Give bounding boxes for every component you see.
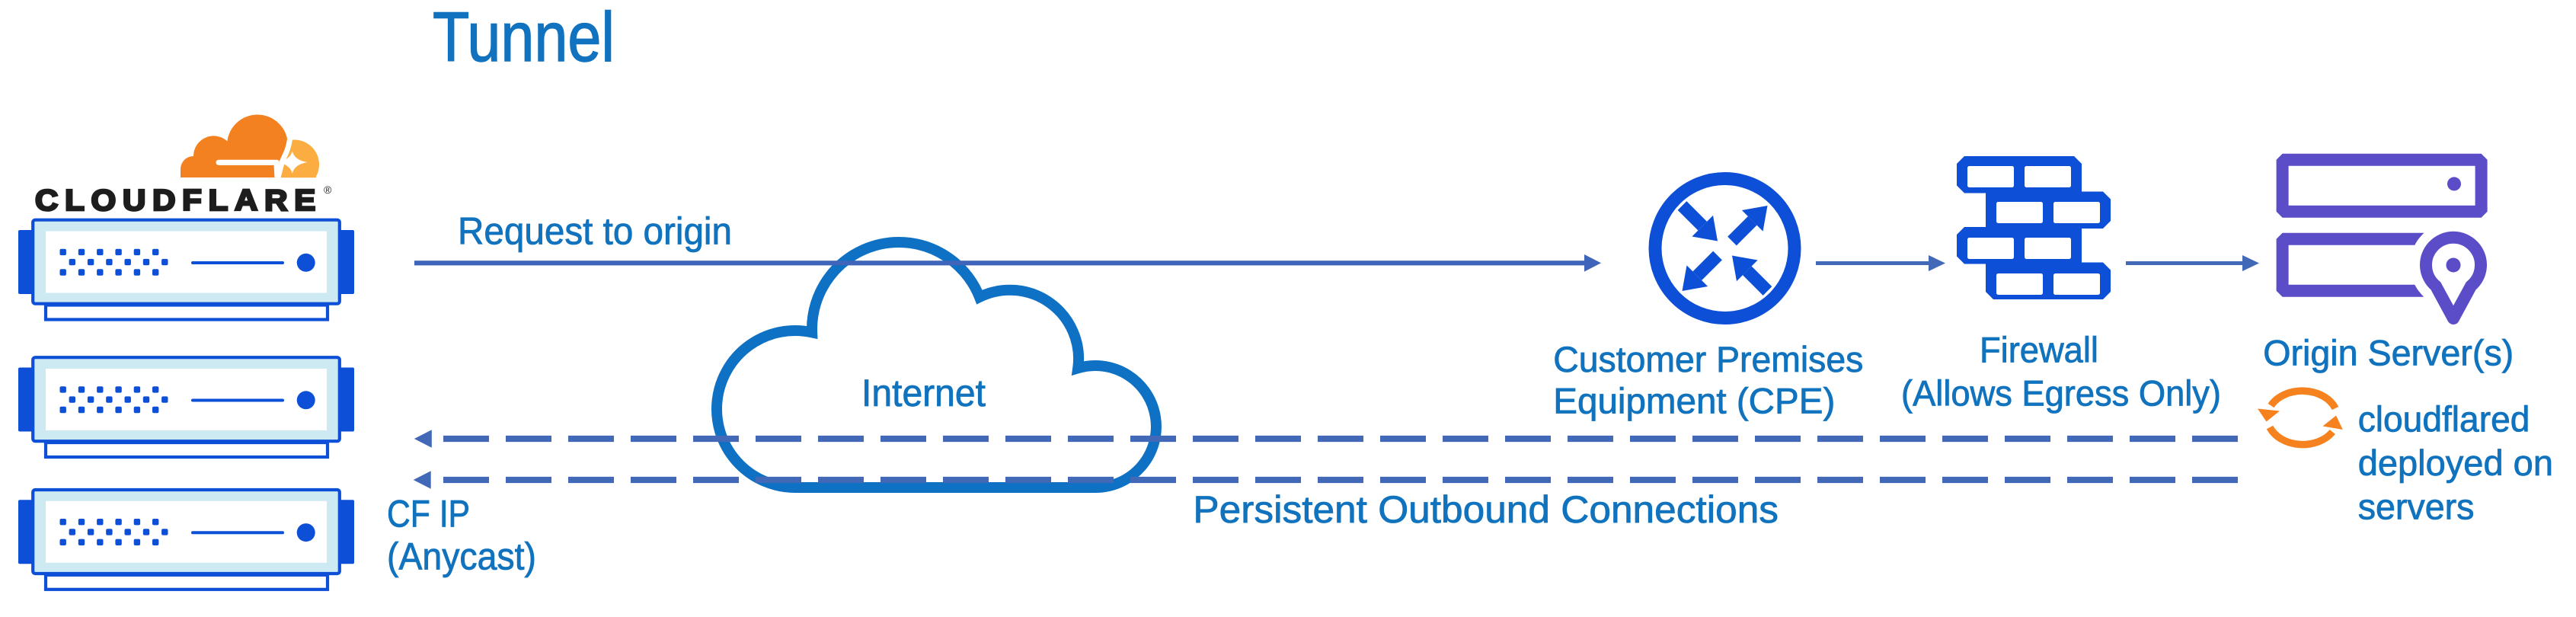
svg-text:®: ® <box>324 184 332 196</box>
svg-text:Customer Premises: Customer Premises <box>1553 339 1863 379</box>
svg-text:Equipment (CPE): Equipment (CPE) <box>1553 380 1835 420</box>
svg-text:CF IP: CF IP <box>387 493 470 535</box>
svg-text:deployed on: deployed on <box>2358 443 2553 483</box>
svg-text:Firewall: Firewall <box>1980 330 2098 370</box>
svg-text:Tunnel: Tunnel <box>433 0 615 76</box>
svg-text:Persistent Outbound Connection: Persistent Outbound Connections <box>1193 488 1779 531</box>
svg-text:Origin Server(s): Origin Server(s) <box>2263 332 2514 372</box>
svg-text:(Anycast): (Anycast) <box>387 535 536 578</box>
svg-text:(Allows Egress Only): (Allows Egress Only) <box>1901 372 2221 413</box>
svg-text:Request to origin: Request to origin <box>458 210 732 253</box>
svg-text:servers: servers <box>2358 487 2475 527</box>
svg-text:cloudflared: cloudflared <box>2358 398 2530 439</box>
svg-text:CLOUDFLARE: CLOUDFLARE <box>35 184 322 217</box>
svg-text:Internet: Internet <box>861 372 986 414</box>
